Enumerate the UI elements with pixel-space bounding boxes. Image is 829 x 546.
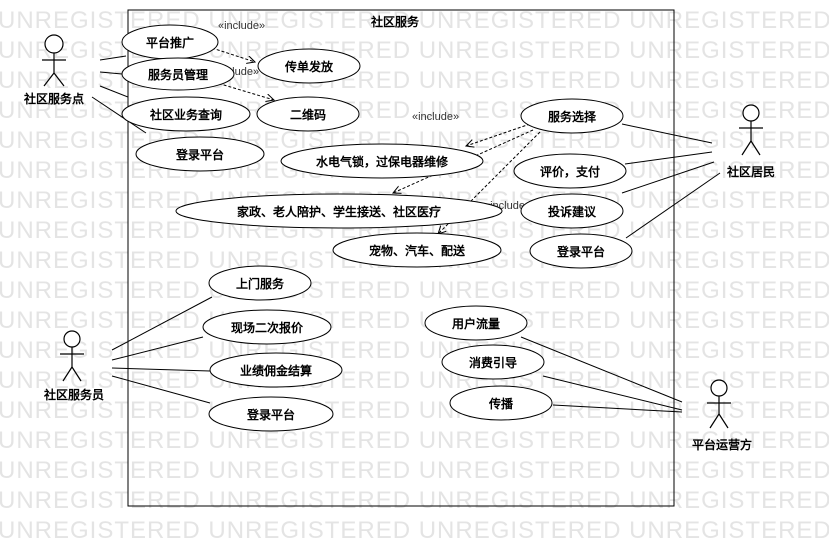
- uc-user-traffic[interactable]: 用户流量: [424, 305, 528, 341]
- uc-utilities-repair[interactable]: 水电气锁，过保电器维修: [280, 143, 484, 179]
- svg-text:评价，支付: 评价，支付: [540, 164, 600, 179]
- svg-text:宠物、汽车、配送: 宠物、汽车、配送: [369, 243, 466, 258]
- svg-text:业绩佣金结算: 业绩佣金结算: [240, 363, 312, 378]
- svg-text:登录平台: 登录平台: [175, 147, 224, 162]
- stick-figure-icon: [707, 379, 731, 429]
- svg-text:服务选择: 服务选择: [548, 109, 597, 124]
- svg-text:UNREGISTERED UNREGISTERED UNRE: UNREGISTERED UNREGISTERED UNREGISTERED U…: [0, 487, 829, 514]
- uc-qrcode[interactable]: 二维码: [256, 96, 360, 132]
- svg-text:用户流量: 用户流量: [451, 316, 500, 331]
- svg-text:UNREGISTERED UNREGISTERED UNRE: UNREGISTERED UNREGISTERED UNREGISTERED U…: [0, 277, 829, 304]
- svg-text:上门服务: 上门服务: [236, 276, 285, 291]
- watermark: UNREGISTERED UNREGISTERED UNREGISTERED U…: [0, 7, 829, 544]
- svg-text:UNREGISTERED UNREGISTERED UNRE: UNREGISTERED UNREGISTERED UNREGISTERED U…: [0, 457, 829, 484]
- svg-text:UNREGISTERED UNREGISTERED UNRE: UNREGISTERED UNREGISTERED UNREGISTERED U…: [0, 517, 829, 544]
- svg-text:现场二次报价: 现场二次报价: [231, 320, 304, 335]
- svg-text:服务员管理: 服务员管理: [148, 67, 208, 82]
- system-boundary: [127, 9, 675, 507]
- actor-service-point[interactable]: 社区服务点: [23, 34, 84, 106]
- uc-commission[interactable]: 业绩佣金结算: [209, 352, 343, 388]
- uc-home-service[interactable]: 上门服务: [208, 265, 312, 301]
- svg-text:投诉建议: 投诉建议: [548, 204, 597, 219]
- svg-text:平台推广: 平台推广: [146, 35, 194, 50]
- actor-resident[interactable]: 社区居民: [726, 104, 775, 179]
- uc-login-service-point[interactable]: 登录平台: [135, 136, 265, 172]
- uc-login-resident[interactable]: 登录平台: [529, 233, 633, 269]
- svg-text:家政、老人陪护、学生接送、社区医疗: 家政、老人陪护、学生接送、社区医疗: [237, 204, 441, 219]
- uc-service-select[interactable]: 服务选择: [520, 98, 624, 134]
- stick-figure-icon: [739, 104, 763, 156]
- uc-flyer[interactable]: 传单发放: [257, 48, 361, 84]
- uc-pets-delivery[interactable]: 宠物、汽车、配送: [332, 232, 502, 268]
- uc-consumption-guide[interactable]: 消费引导: [441, 344, 545, 380]
- associations-operator: [520, 336, 683, 413]
- svg-text:登录平台: 登录平台: [246, 407, 295, 422]
- uc-onsite-quote[interactable]: 现场二次报价: [202, 309, 332, 345]
- associations-resident: [621, 123, 721, 239]
- svg-text:UNREGISTERED UNREGISTERED UNRE: UNREGISTERED UNREGISTERED UNREGISTERED U…: [0, 337, 829, 364]
- uc-rate-pay[interactable]: 评价，支付: [513, 153, 627, 189]
- actor-operator[interactable]: 平台运营方: [692, 379, 752, 452]
- uc-complaint[interactable]: 投诉建议: [520, 193, 624, 229]
- svg-text:水电气锁，过保电器维修: 水电气锁，过保电器维修: [316, 154, 449, 169]
- include-label-1: «include»: [218, 20, 265, 32]
- system-title: 社区服务: [370, 14, 420, 29]
- stick-figure-icon: [42, 34, 66, 87]
- actor-service-staff[interactable]: 社区服务员: [43, 330, 104, 402]
- uc-housekeeping[interactable]: 家政、老人陪护、学生接送、社区医疗: [175, 193, 503, 229]
- uc-platform-promotion[interactable]: 平台推广: [121, 24, 219, 60]
- uc-business-query[interactable]: 社区业务查询: [121, 96, 251, 132]
- svg-text:平台运营方: 平台运营方: [692, 437, 752, 452]
- svg-text:UNREGISTERED UNREGISTERED UNRE: UNREGISTERED UNREGISTERED UNREGISTERED U…: [0, 367, 829, 394]
- stick-figure-icon: [60, 330, 84, 382]
- uc-staff-management[interactable]: 服务员管理: [121, 57, 235, 91]
- svg-text:UNREGISTERED UNREGISTERED UNRE: UNREGISTERED UNREGISTERED UNREGISTERED U…: [0, 397, 829, 424]
- svg-text:传播: 传播: [488, 396, 514, 411]
- svg-text:传单发放: 传单发放: [284, 59, 334, 74]
- svg-text:社区服务员: 社区服务员: [43, 387, 104, 402]
- svg-text:UNREGISTERED UNREGISTERED UNRE: UNREGISTERED UNREGISTERED UNREGISTERED U…: [0, 307, 829, 334]
- include-label-3: «include»: [412, 111, 459, 123]
- svg-text:UNREGISTERED UNREGISTERED UNRE: UNREGISTERED UNREGISTERED UNREGISTERED U…: [0, 427, 829, 454]
- svg-text:登录平台: 登录平台: [556, 244, 605, 259]
- svg-text:二维码: 二维码: [290, 107, 326, 122]
- uc-login-staff[interactable]: 登录平台: [208, 396, 334, 432]
- svg-text:社区居民: 社区居民: [726, 164, 775, 179]
- associations-staff: [111, 296, 213, 404]
- associations-service-point: [91, 55, 147, 134]
- uc-spread[interactable]: 传播: [449, 385, 553, 421]
- svg-text:社区业务查询: 社区业务查询: [149, 107, 222, 122]
- svg-text:消费引导: 消费引导: [469, 355, 517, 370]
- svg-text:社区服务点: 社区服务点: [23, 91, 84, 106]
